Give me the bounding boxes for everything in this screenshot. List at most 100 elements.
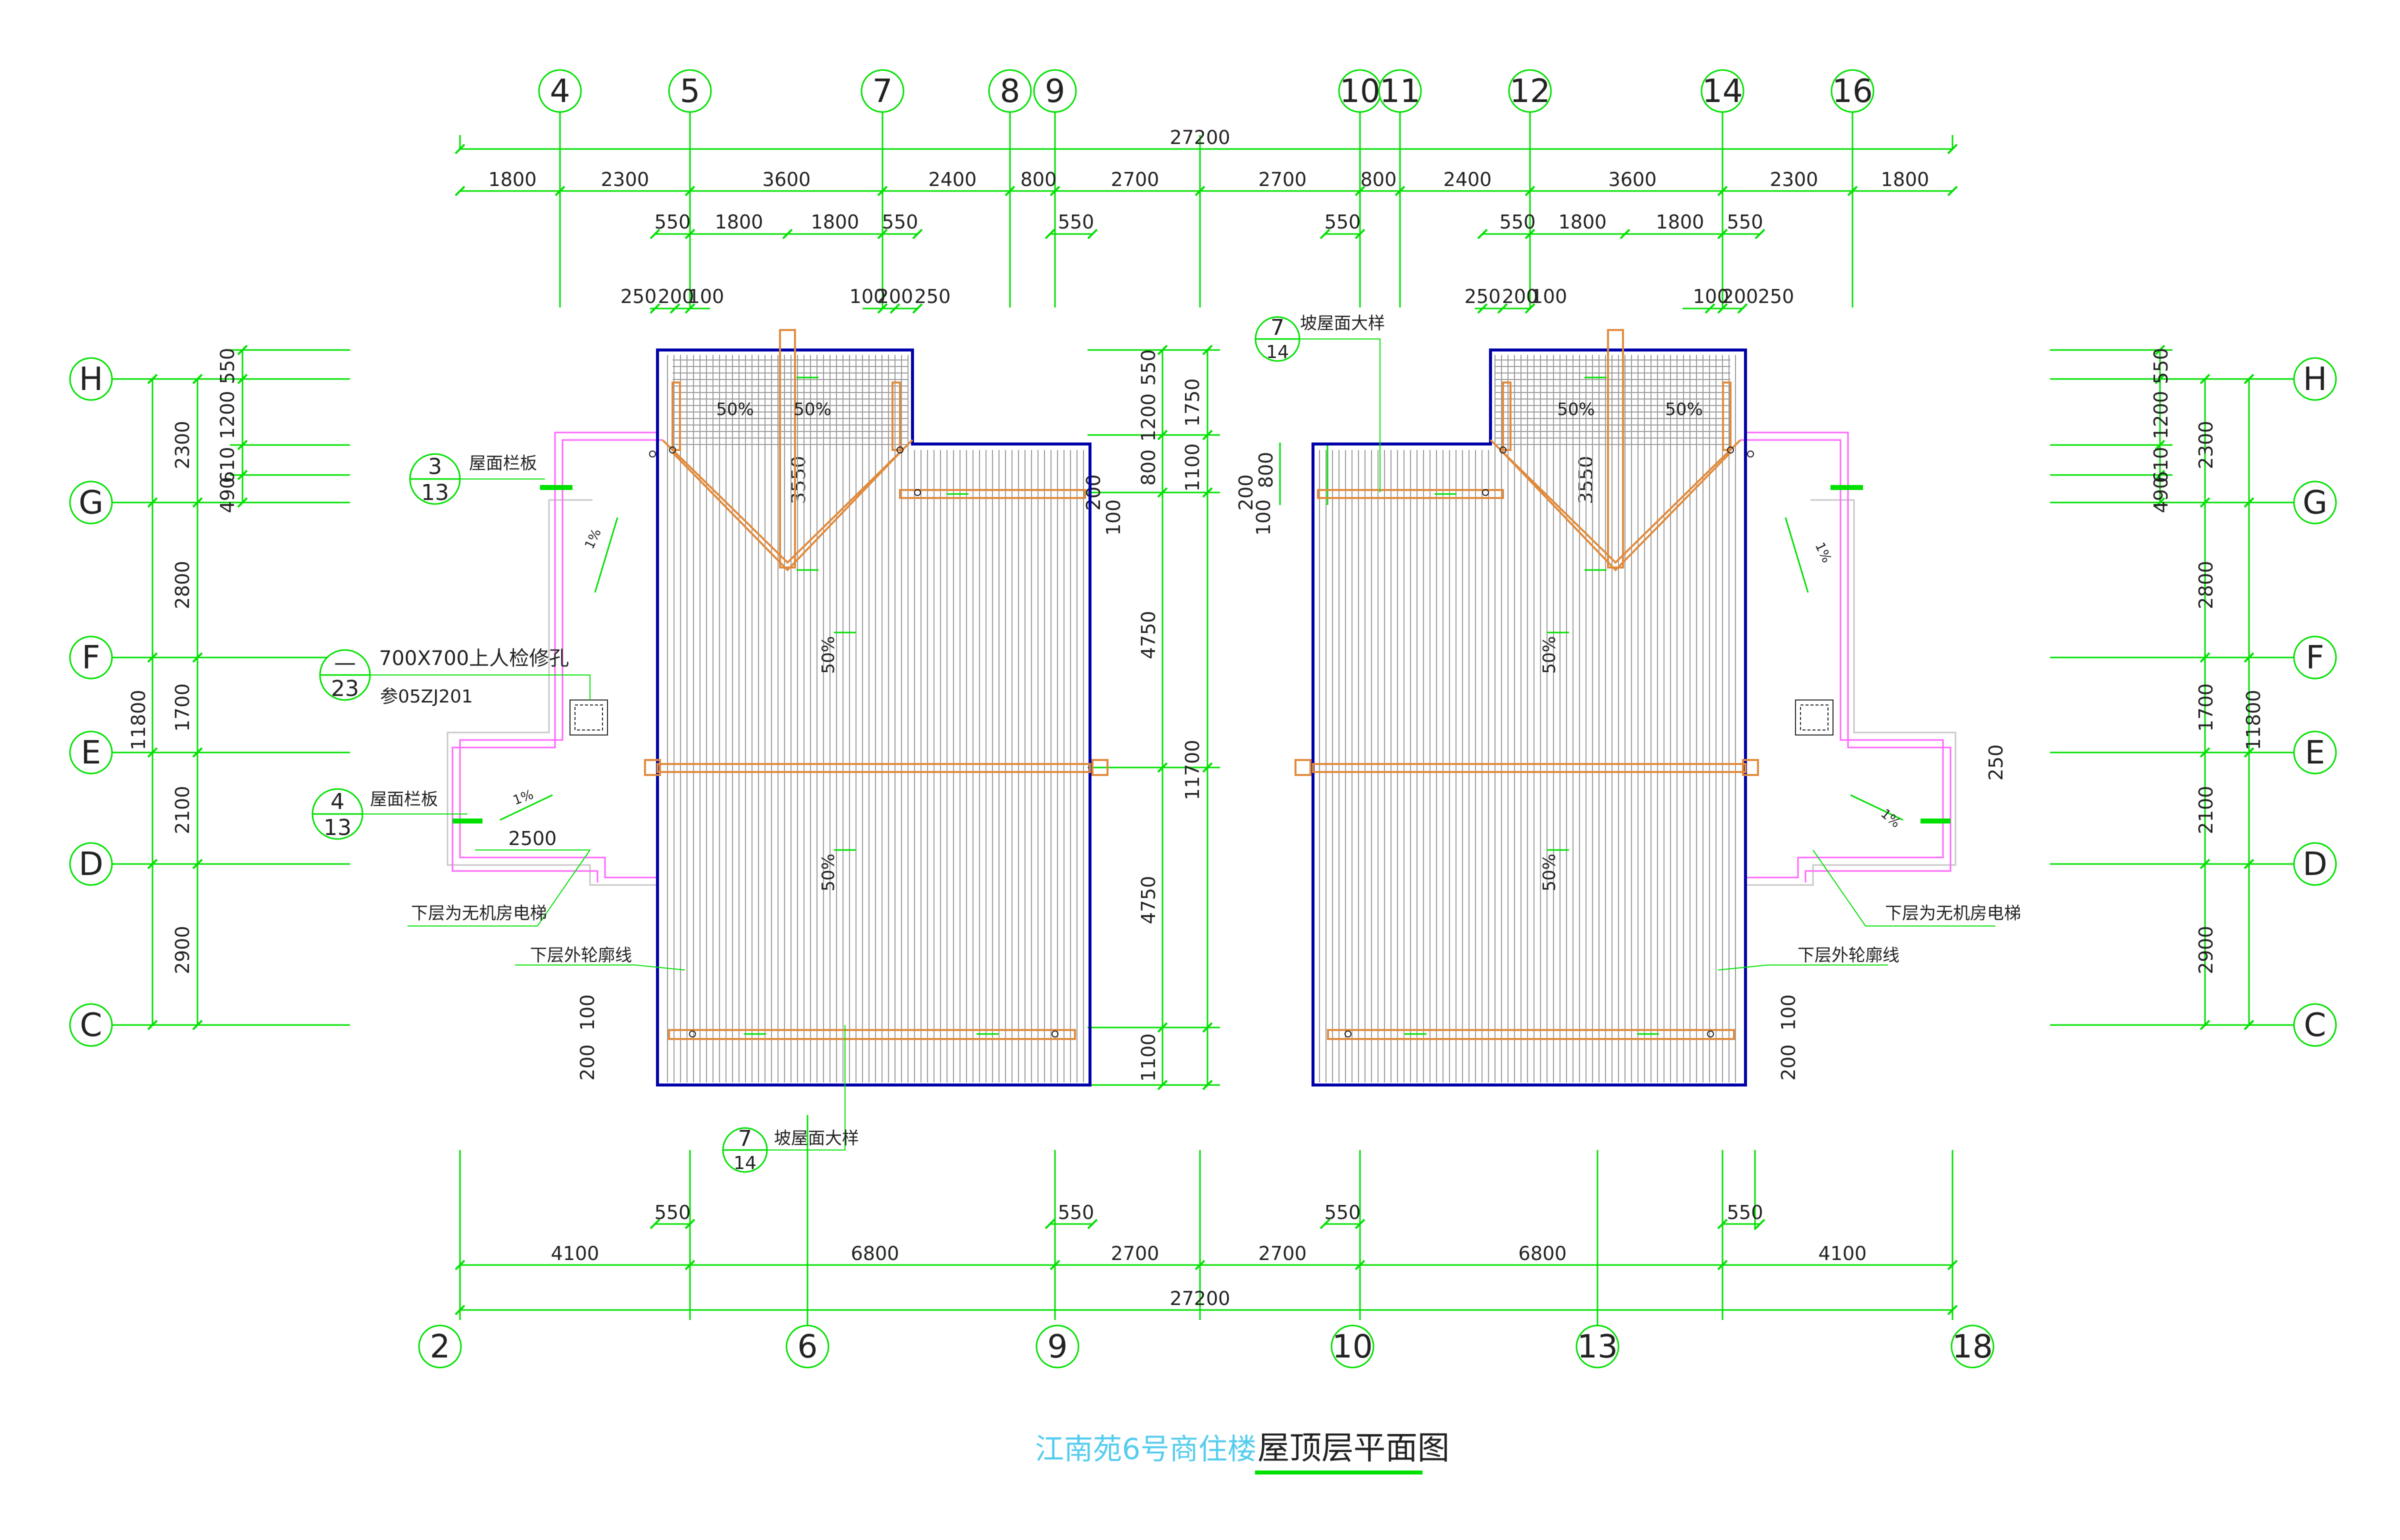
slope-arrow xyxy=(500,794,553,821)
axis-bubble-label: E xyxy=(81,734,101,772)
dim: 4750 xyxy=(1138,611,1160,660)
dim: 800 xyxy=(1360,168,1397,190)
drain-point xyxy=(1707,1030,1714,1038)
dim: 6800 xyxy=(1518,1242,1567,1264)
parapet-line xyxy=(446,499,658,886)
axis-bubble-label: 10 xyxy=(1340,73,1380,110)
roof-block-left xyxy=(408,329,1108,1086)
dim: 1800 xyxy=(1558,211,1607,233)
dim: 1100 xyxy=(1182,444,1204,492)
dim-tick xyxy=(1320,1218,1330,1230)
dim: 100 xyxy=(1102,500,1124,536)
dim: 250 xyxy=(1464,286,1501,308)
axis-bubble-circle xyxy=(1950,1324,1994,1368)
axis-bubble-label: G xyxy=(2302,484,2328,522)
dim: 200 xyxy=(658,286,694,308)
dim-tick xyxy=(1754,228,1766,240)
drawing-name: 屋顶层平面图 xyxy=(1258,1430,1450,1467)
ridge-beam xyxy=(1317,489,1504,499)
dim-tick xyxy=(912,303,923,314)
dim: 2100 xyxy=(172,786,194,834)
dim-tick xyxy=(1087,1218,1098,1230)
dim: 550 xyxy=(1058,1202,1094,1224)
drawing-title: 江南苑6号商住楼 屋顶层平面图 xyxy=(1035,1430,1450,1474)
dim: 800 xyxy=(1020,168,1057,190)
slope-label: 50% xyxy=(716,400,754,420)
dim: 2300 xyxy=(2195,421,2217,470)
bottom-dimensions: 550 550 550 550 4100 6800 2700 2700 6800… xyxy=(551,1202,1867,1310)
dim: 1700 xyxy=(2195,684,2217,732)
dim: 800 xyxy=(1138,450,1160,486)
axis-bubble-circle xyxy=(1033,69,1077,113)
right-total-dim: 11800 xyxy=(2242,690,2264,750)
dim: 6800 xyxy=(851,1242,900,1264)
axis-bubble-label: 18 xyxy=(1952,1328,1992,1366)
leader-line xyxy=(767,1025,846,1150)
axis-bubble-label: E xyxy=(2305,734,2325,772)
axis-bubble-top-8: 8 xyxy=(988,69,1032,113)
callout-sheet: 14 xyxy=(734,1153,756,1174)
dim: 550 xyxy=(2150,348,2172,384)
access-hatch-inner xyxy=(574,704,603,730)
dim: 250 xyxy=(1985,744,2007,781)
axis-bubble-label: 11 xyxy=(1380,73,1420,110)
eave-beam xyxy=(668,1029,1076,1040)
hatch-ref: 参05ZJ201 xyxy=(380,686,473,707)
detail-callouts: 3 13 — 23 4 13 7 14 7 14 xyxy=(312,315,1300,1174)
dim: 2900 xyxy=(2195,926,2217,974)
axis-bubble-top-5: 5 xyxy=(668,69,712,113)
axis-bubble-label: 9 xyxy=(1048,1328,1068,1366)
dim-tick xyxy=(912,228,923,240)
axis-bubble-left-D: D xyxy=(69,842,113,886)
parapet-line xyxy=(1746,432,1952,882)
dim-tick xyxy=(650,1218,660,1230)
axis-bubble-label: 6 xyxy=(798,1328,818,1366)
top-dimensions: 27200 1800 2300 3600 2400 800 2700 2700 … xyxy=(488,126,1930,308)
dim: 1700 xyxy=(172,684,194,732)
axis-bubble-label: 2 xyxy=(430,1328,450,1366)
dim-tick xyxy=(1717,303,1728,314)
slope-arrow xyxy=(1784,517,1809,593)
dim: 100 xyxy=(576,994,598,1031)
leader-line xyxy=(1300,338,1380,492)
dim-tick xyxy=(1477,228,1488,240)
slope-arrow xyxy=(594,517,618,593)
dim: 2400 xyxy=(928,168,977,190)
access-hatch xyxy=(1795,700,1834,736)
axis-bubble-circle xyxy=(69,842,113,886)
axis-bubble-top-4: 4 xyxy=(538,69,582,113)
axis-bubble-label: H xyxy=(79,361,103,398)
dim: 2700 xyxy=(1258,1242,1307,1264)
roof-detail-note: 坡屋面大样 xyxy=(774,1128,859,1148)
dim: 100 xyxy=(1693,286,1730,308)
axis-bubble-circle xyxy=(2293,1003,2337,1047)
dim: 1800 xyxy=(811,211,860,233)
dim: 200 xyxy=(1722,286,1758,308)
callout-hatch: — 23 xyxy=(319,649,371,702)
callout-num: — xyxy=(334,650,356,676)
axis-bubble-top-16: 16 xyxy=(1830,69,1874,113)
axis-bubble-label: 7 xyxy=(872,73,893,110)
axis-bubble-right-E: E xyxy=(2293,730,2337,774)
dim-tick xyxy=(650,303,660,314)
callout-parapet-bottom: 4 13 xyxy=(312,788,364,840)
dim-tick xyxy=(1497,303,1508,314)
axis-bubble-left-C: C xyxy=(69,1003,113,1047)
dim: 2800 xyxy=(172,561,194,610)
eave-beam xyxy=(1327,1029,1735,1040)
axis-bubble-bottom-18: 18 xyxy=(1950,1324,1994,1368)
axis-bubble-circle xyxy=(2293,730,2337,774)
parapet-line xyxy=(452,432,658,882)
dim: 4100 xyxy=(1818,1242,1867,1264)
leader-lines xyxy=(1718,850,1996,970)
callout-num: 4 xyxy=(330,789,344,814)
dim: 250 xyxy=(620,286,657,308)
axis-bubble-circle xyxy=(418,1324,462,1368)
slope-arrow xyxy=(1850,794,1904,821)
axis-bubble-circle xyxy=(1036,1324,1080,1368)
dim: 2800 xyxy=(2195,561,2217,610)
dim: 550 xyxy=(1727,211,1764,233)
axis-bubble-circle xyxy=(1576,1324,1620,1368)
ridge-v xyxy=(662,439,914,564)
axis-bubble-label: G xyxy=(78,484,104,522)
